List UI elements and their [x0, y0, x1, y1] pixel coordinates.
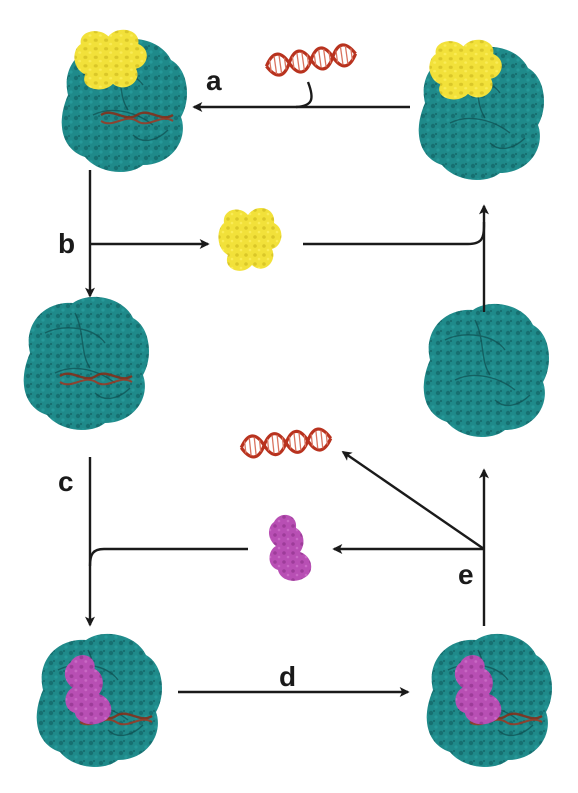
dna-helix-icon: [238, 426, 334, 460]
dna-helix-icon: [263, 41, 359, 79]
complex-bottom-right: [426, 633, 553, 768]
complex-bottom-left: [36, 633, 163, 768]
yellow-factor-icon: [218, 208, 282, 271]
arrow-yellow-return: [303, 204, 489, 246]
purple-factor-icon: [269, 514, 312, 581]
complex-middle-right: [423, 303, 550, 438]
protein-core-icon: [23, 296, 150, 431]
step-label-c: c: [58, 466, 74, 497]
step-label-b: b: [58, 228, 75, 259]
arrows: [85, 81, 489, 697]
arrow-c-input: [88, 547, 248, 567]
step-label-a: a: [206, 65, 222, 96]
arrow-a-input: [295, 81, 313, 109]
complex-top-right: [418, 39, 545, 181]
protein-core-icon: [423, 303, 550, 438]
complex-middle-left: [23, 296, 150, 431]
complex-top-left: [61, 29, 188, 173]
arrow-e-dna: [341, 451, 485, 550]
step-label-d: d: [279, 661, 296, 692]
step-label-e: e: [458, 559, 474, 590]
